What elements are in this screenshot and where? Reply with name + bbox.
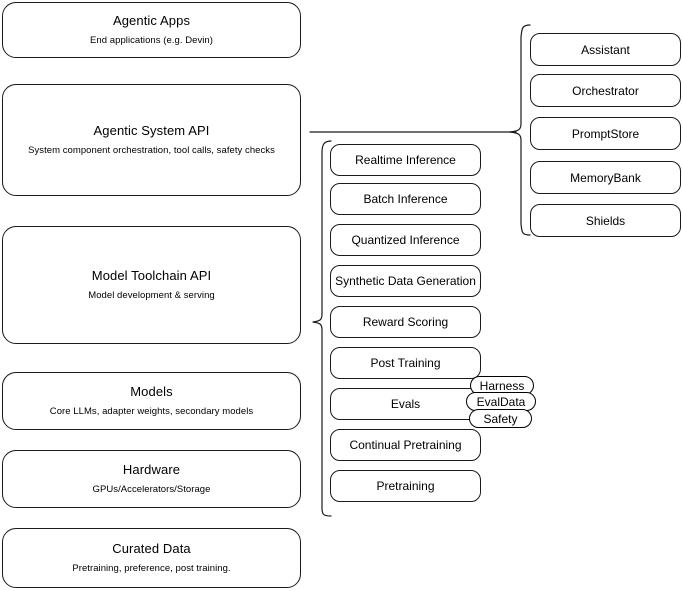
chip-label: Post Training — [370, 356, 441, 370]
layer-agentic-apps[interactable]: Agentic Apps End applications (e.g. Devi… — [2, 2, 301, 58]
layer-subtitle: Pretraining, preference, post training. — [72, 562, 231, 574]
chip-label: Synthetic Data Generation — [335, 274, 476, 288]
layer-title: Models — [130, 384, 173, 400]
layer-subtitle: Model development & serving — [88, 289, 215, 301]
brace-toolchain-components — [312, 140, 332, 517]
layer-subtitle: Core LLMs, adapter weights, secondary mo… — [49, 405, 254, 417]
layer-subtitle: System component orchestration, tool cal… — [28, 144, 275, 156]
pill-label: Safety — [483, 411, 518, 426]
chip-label: MemoryBank — [570, 170, 641, 185]
chip-label: Reward Scoring — [362, 315, 449, 329]
toolchain-chip-post-training[interactable]: Post Training — [330, 347, 481, 379]
system-chip-shields[interactable]: Shields — [530, 204, 681, 237]
layer-subtitle: End applications (e.g. Devin) — [90, 34, 213, 46]
toolchain-chip-evals[interactable]: Evals — [330, 388, 481, 420]
layer-title: Curated Data — [112, 541, 191, 557]
toolchain-chip-reward-scoring[interactable]: Reward Scoring — [330, 306, 481, 338]
chip-label: Pretraining — [376, 479, 435, 493]
chip-label: Evals — [390, 397, 421, 411]
layer-curated-data[interactable]: Curated Data Pretraining, preference, po… — [2, 528, 301, 588]
toolchain-chip-quantized-inference[interactable]: Quantized Inference — [330, 224, 481, 256]
evals-tag-safety[interactable]: Safety — [469, 409, 532, 428]
layer-title: Agentic System API — [93, 123, 210, 139]
toolchain-chip-batch-inference[interactable]: Batch Inference — [330, 183, 481, 215]
chip-label: Realtime Inference — [355, 153, 456, 167]
brace-system-components — [509, 24, 531, 236]
system-chip-assistant[interactable]: Assistant — [530, 33, 681, 66]
system-chip-orchestrator[interactable]: Orchestrator — [530, 74, 681, 107]
layer-title: Hardware — [122, 462, 181, 478]
pill-label: Harness — [479, 378, 525, 393]
toolchain-chip-realtime-inference[interactable]: Realtime Inference — [330, 144, 481, 176]
system-chip-promptstore[interactable]: PromptStore — [530, 117, 681, 150]
chip-label: Batch Inference — [363, 192, 448, 206]
pill-label: EvalData — [476, 394, 526, 409]
toolchain-chip-continual-pretraining[interactable]: Continual Pretraining — [330, 429, 481, 461]
chip-label: Assistant — [581, 42, 630, 57]
chip-label: Orchestrator — [572, 83, 639, 98]
chip-label: Shields — [585, 213, 626, 228]
layer-models[interactable]: Models Core LLMs, adapter weights, secon… — [2, 372, 301, 430]
layer-hardware[interactable]: Hardware GPUs/Accelerators/Storage — [2, 450, 301, 508]
toolchain-chip-synthetic-data-generation[interactable]: Synthetic Data Generation — [330, 265, 481, 297]
layer-model-toolchain-api[interactable]: Model Toolchain API Model development & … — [2, 226, 301, 344]
toolchain-chip-pretraining[interactable]: Pretraining — [330, 470, 481, 502]
layer-subtitle: GPUs/Accelerators/Storage — [92, 483, 211, 495]
system-chip-memorybank[interactable]: MemoryBank — [530, 161, 681, 194]
layer-title: Model Toolchain API — [91, 268, 212, 284]
chip-label: PromptStore — [571, 126, 640, 141]
layer-title: Agentic Apps — [112, 13, 191, 29]
chip-label: Quantized Inference — [351, 233, 460, 247]
layer-agentic-system-api[interactable]: Agentic System API System component orch… — [2, 84, 301, 196]
chip-label: Continual Pretraining — [349, 438, 462, 452]
